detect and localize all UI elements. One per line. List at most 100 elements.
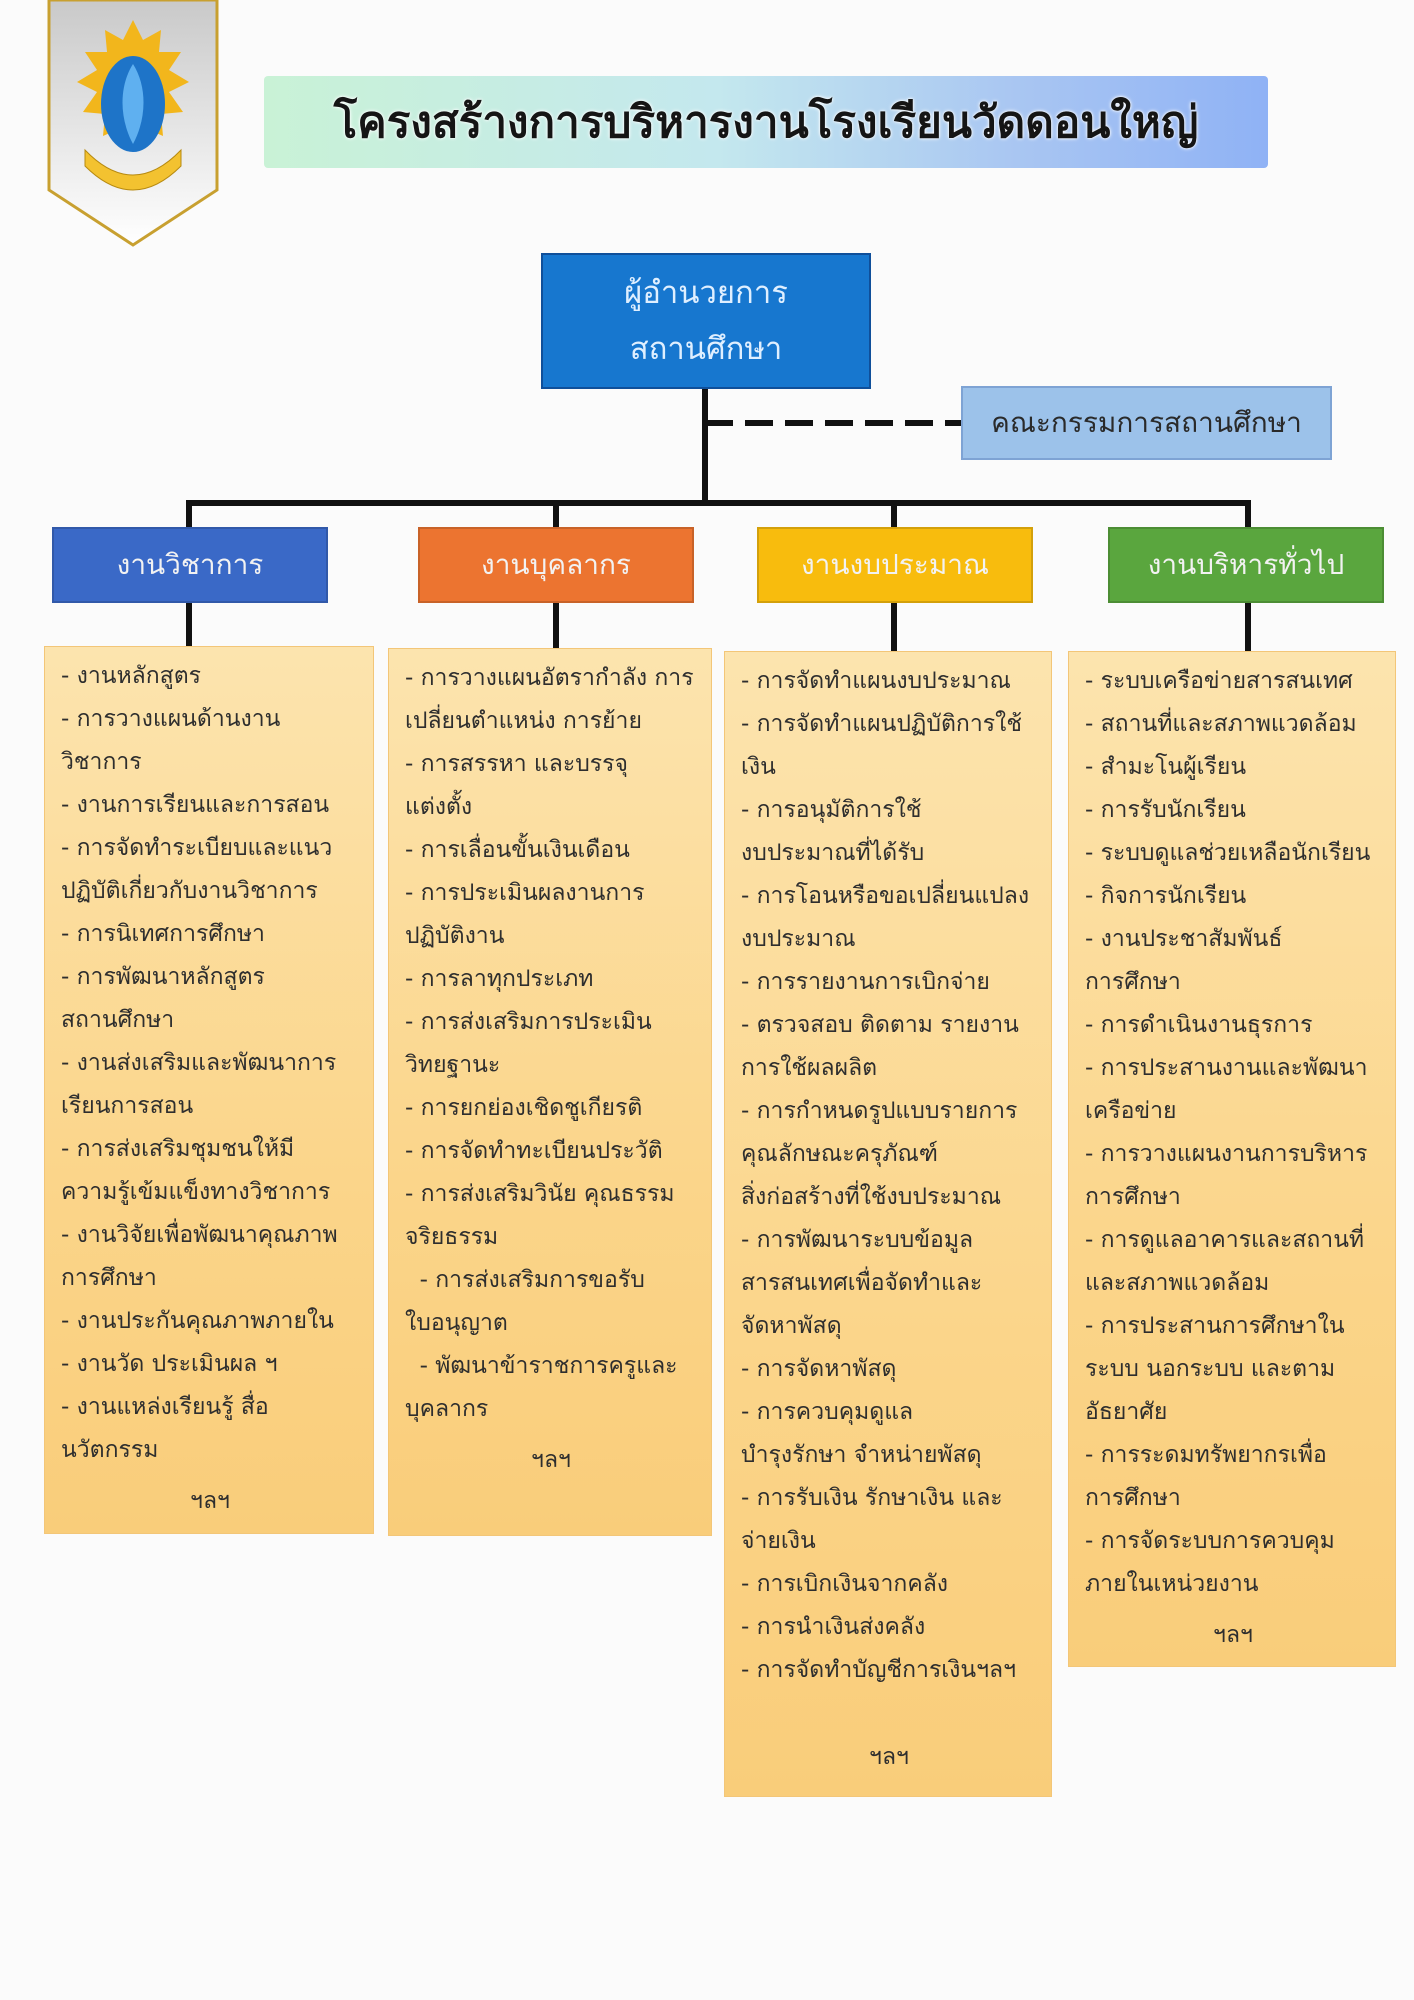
task-item: งบประมาณ	[741, 926, 856, 952]
director-box: ผู้อำนวยการ สถานศึกษา	[541, 253, 871, 389]
task-item: งบประมาณที่ได้รับ	[741, 840, 925, 866]
task-item: - การวางแผนอัตรากำลัง การ	[405, 665, 694, 691]
task-item: สิ่งก่อสร้างที่ใช้งบประมาณ	[741, 1184, 1002, 1210]
task-item: - การส่งเสริมการขอรับ	[405, 1267, 645, 1293]
task-item: - งานการเรียนและการสอน	[61, 792, 330, 818]
task-item: - การจัดทำแผนปฏิบัติการใช้	[741, 711, 1022, 737]
task-item: การศึกษา	[1085, 1184, 1181, 1210]
task-item: - การจัดทำบัญชีการเงินฯลฯ	[741, 1657, 1017, 1683]
task-item: - การรับเงิน รักษาเงิน และ	[741, 1485, 1003, 1511]
etc-label: ฯลฯ	[531, 1447, 571, 1473]
task-item: - งานประชาสัมพันธ์	[1085, 926, 1283, 952]
task-item: - การสรรหา และบรรจุ	[405, 751, 628, 777]
task-item: - งานประกันคุณภาพภายใน	[61, 1308, 334, 1334]
task-item: - การจัดทำทะเบียนประวัติ	[405, 1138, 663, 1164]
task-item: สารสนเทศเพื่อจัดทำและ	[741, 1270, 983, 1296]
personnel-task-list: - การวางแผนอัตรากำลัง การเปลี่ยนตำแหน่ง …	[388, 648, 712, 1536]
dept-general-admin: งานบริหารทั่วไป	[1108, 527, 1384, 603]
task-item: ใบอนุญาต	[405, 1310, 508, 1336]
task-item: นวัตกรรม	[61, 1437, 159, 1463]
general-admin-task-list: - ระบบเครือข่ายสารสนเทศ - สถานที่และสภาพแ…	[1068, 651, 1396, 1667]
task-item: สถานศึกษา	[61, 1007, 175, 1033]
director-title-line1: ผู้อำนวยการ	[624, 275, 788, 311]
task-item: - การลาทุกประเภท	[405, 966, 594, 992]
etc-label: ฯลฯ	[190, 1488, 230, 1514]
task-item: - การจัดหาพัสดุ	[741, 1356, 897, 1382]
task-item: - ระบบเครือข่ายสารสนเทศ	[1085, 668, 1353, 694]
task-item: - การโอนหรือขอเปลี่ยนแปลง	[741, 883, 1030, 909]
task-item: - การเลื่อนขั้นเงินเดือน	[405, 837, 630, 863]
task-item: - การนำเงินส่งคลัง	[741, 1614, 926, 1640]
task-item: วิชาการ	[61, 749, 142, 775]
task-item: - การดูแลอาคารและสถานที่	[1085, 1227, 1365, 1253]
task-item: - การพัฒนาหลักสูตร	[61, 964, 265, 990]
task-item: - การระดมทรัพยากรเพื่อ	[1085, 1442, 1327, 1468]
academic-task-list: - งานหลักสูตร - การวางแผนด้านงานวิชาการ - …	[44, 646, 374, 1534]
etc-label: ฯลฯ	[869, 1744, 909, 1770]
task-item: - การส่งเสริมวินัย คุณธรรม	[405, 1181, 675, 1207]
task-item: - การรับนักเรียน	[1085, 797, 1246, 823]
task-item: บุคลากร	[405, 1396, 489, 1422]
task-item: ระบบ นอกระบบ และตาม	[1085, 1356, 1336, 1382]
task-item: - การควบคุมดูแล	[741, 1399, 914, 1425]
task-item: - การประสานงานและพัฒนา	[1085, 1055, 1368, 1081]
director-title-line2: สถานศึกษา	[629, 331, 783, 367]
task-item: - ระบบดูแลช่วยเหลือนักเรียน	[1085, 840, 1371, 866]
page-title: โครงสร้างการบริหารงานโรงเรียนวัดดอนใหญ่	[264, 76, 1268, 168]
task-item: ปฏิบัติเกี่ยวกับงานวิชาการ	[61, 878, 318, 904]
task-item: การศึกษา	[61, 1265, 157, 1291]
task-item: - พัฒนาข้าราชการครูและ	[405, 1353, 678, 1379]
task-item: การศึกษา	[1085, 969, 1181, 995]
task-item: เปลี่ยนตำแหน่ง การย้าย	[405, 708, 642, 734]
task-item: การศึกษา	[1085, 1485, 1181, 1511]
task-item: ปฏิบัติงาน	[405, 923, 505, 949]
budget-task-list: - การจัดทำแผนงบประมาณ - การจัดทำแผนปฏิบัต…	[724, 651, 1052, 1797]
task-item: การใช้ผลผลิต	[741, 1055, 878, 1081]
task-item: วิทยฐานะ	[405, 1052, 501, 1078]
task-item: - งานวัด ประเมินผล ฯ	[61, 1351, 278, 1377]
task-item: คุณลักษณะครุภัณฑ์	[741, 1141, 938, 1167]
task-item: - การวางแผนงานการบริหาร	[1085, 1141, 1368, 1167]
task-item: - งานส่งเสริมและพัฒนาการ	[61, 1050, 337, 1076]
task-item: - งานแหล่งเรียนรู้ สื่อ	[61, 1394, 269, 1420]
task-item: - การจัดทำแผนงบประมาณ	[741, 668, 1011, 694]
task-item: - การส่งเสริมชุมชนให้มี	[61, 1136, 295, 1162]
task-item: และสภาพแวดล้อม	[1085, 1270, 1270, 1296]
task-item: - การดำเนินงานธุรการ	[1085, 1012, 1313, 1038]
task-item: จัดหาพัสดุ	[741, 1313, 842, 1339]
task-item: - สถานที่และสภาพแวดล้อม	[1085, 711, 1357, 737]
task-item: - การเบิกเงินจากคลัง	[741, 1571, 949, 1597]
task-item: - งานวิจัยเพื่อพัฒนาคุณภาพ	[61, 1222, 338, 1248]
task-item: - การประสานการศึกษาใน	[1085, 1313, 1345, 1339]
task-item: - การจัดทำระเบียบและแนว	[61, 835, 333, 861]
task-item: จ่ายเงิน	[741, 1528, 816, 1554]
task-item: เรียนการสอน	[61, 1093, 194, 1119]
task-item: - การรายงานการเบิกจ่าย	[741, 969, 990, 995]
task-item: - งานหลักสูตร	[61, 663, 201, 689]
task-item: บำรุงรักษา จำหน่ายพัสดุ	[741, 1442, 982, 1468]
task-item: - การกำหนดรูปแบบรายการ	[741, 1098, 1018, 1124]
task-item: - การนิเทศการศึกษา	[61, 921, 265, 947]
task-item: - การส่งเสริมการประเมิน	[405, 1009, 652, 1035]
task-item: - การประเมินผลงานการ	[405, 880, 645, 906]
task-item: - ตรวจสอบ ติดตาม รายงาน	[741, 1012, 1019, 1038]
school-crest-icon	[45, 0, 221, 248]
task-item: ภายในเหน่วยงาน	[1085, 1571, 1259, 1597]
committee-box: คณะกรรมการสถานศึกษา	[961, 386, 1332, 460]
task-item: จริยธรรม	[405, 1224, 499, 1250]
task-item: - การอนุมัติการใช้	[741, 797, 922, 823]
task-item: - การวางแผนด้านงาน	[61, 706, 281, 732]
dept-budget: งานงบประมาณ	[757, 527, 1033, 603]
task-item: - สำมะโนผู้เรียน	[1085, 754, 1247, 780]
dept-academic: งานวิชาการ	[52, 527, 328, 603]
task-item: - กิจการนักเรียน	[1085, 883, 1247, 909]
dept-personnel: งานบุคลากร	[418, 527, 694, 603]
task-item: - การจัดระบบการควบคุม	[1085, 1528, 1335, 1554]
task-item: - การพัฒนาระบบข้อมูล	[741, 1227, 974, 1253]
task-item: อัธยาศัย	[1085, 1399, 1168, 1425]
etc-label: ฯลฯ	[1213, 1622, 1253, 1648]
task-item: แต่งตั้ง	[405, 794, 473, 820]
task-item: ความรู้เข้มแข็งทางวิชาการ	[61, 1179, 331, 1205]
task-item: เงิน	[741, 754, 776, 780]
